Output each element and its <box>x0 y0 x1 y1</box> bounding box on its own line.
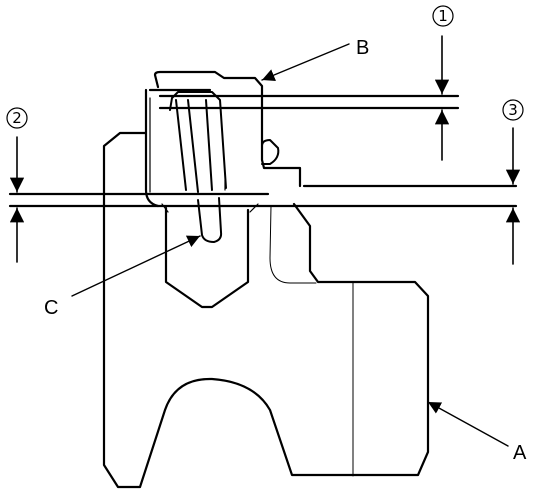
callout-b-label: B <box>356 37 369 59</box>
dimension-2: 2 <box>6 107 28 263</box>
callout-c: C <box>44 235 201 319</box>
part-c-bolt <box>169 91 227 243</box>
callout-c-label: C <box>44 297 58 319</box>
callout-a-label: A <box>513 442 527 464</box>
callout-b: B <box>261 37 369 82</box>
cone-pin <box>161 203 259 309</box>
part-b-clip <box>144 70 302 208</box>
dimension-3: 3 <box>502 99 524 265</box>
callout-a: A <box>427 401 527 464</box>
dimension-1: 1 <box>432 5 454 161</box>
dimension-1-label: 1 <box>438 7 448 25</box>
dimension-3-label: 3 <box>508 101 518 119</box>
part-a-body <box>102 131 430 489</box>
dimension-2-label: 2 <box>12 109 22 127</box>
